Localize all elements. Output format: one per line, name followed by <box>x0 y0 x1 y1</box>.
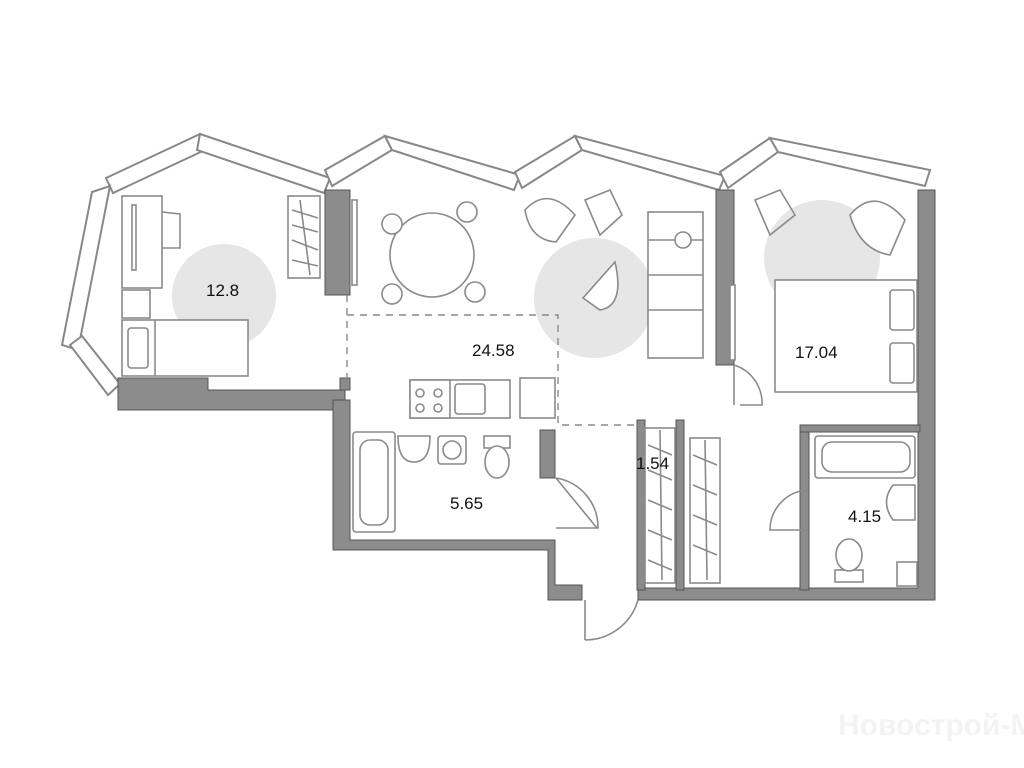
furniture <box>121 188 918 587</box>
area-label-room-1: 12.8 <box>206 281 239 300</box>
room-highlights <box>172 200 880 358</box>
walls <box>117 189 936 601</box>
area-label-room-6: 4.15 <box>848 507 881 526</box>
area-label-room-2: 24.58 <box>472 341 515 360</box>
doors <box>555 364 809 641</box>
zone-dividers <box>346 295 640 426</box>
watermark: Новострой-М <box>838 709 1024 742</box>
area-label-room-3: 17.04 <box>795 343 838 362</box>
area-label-room-4: 5.65 <box>450 494 483 513</box>
area-label-room-5: 1.54 <box>636 454 669 473</box>
